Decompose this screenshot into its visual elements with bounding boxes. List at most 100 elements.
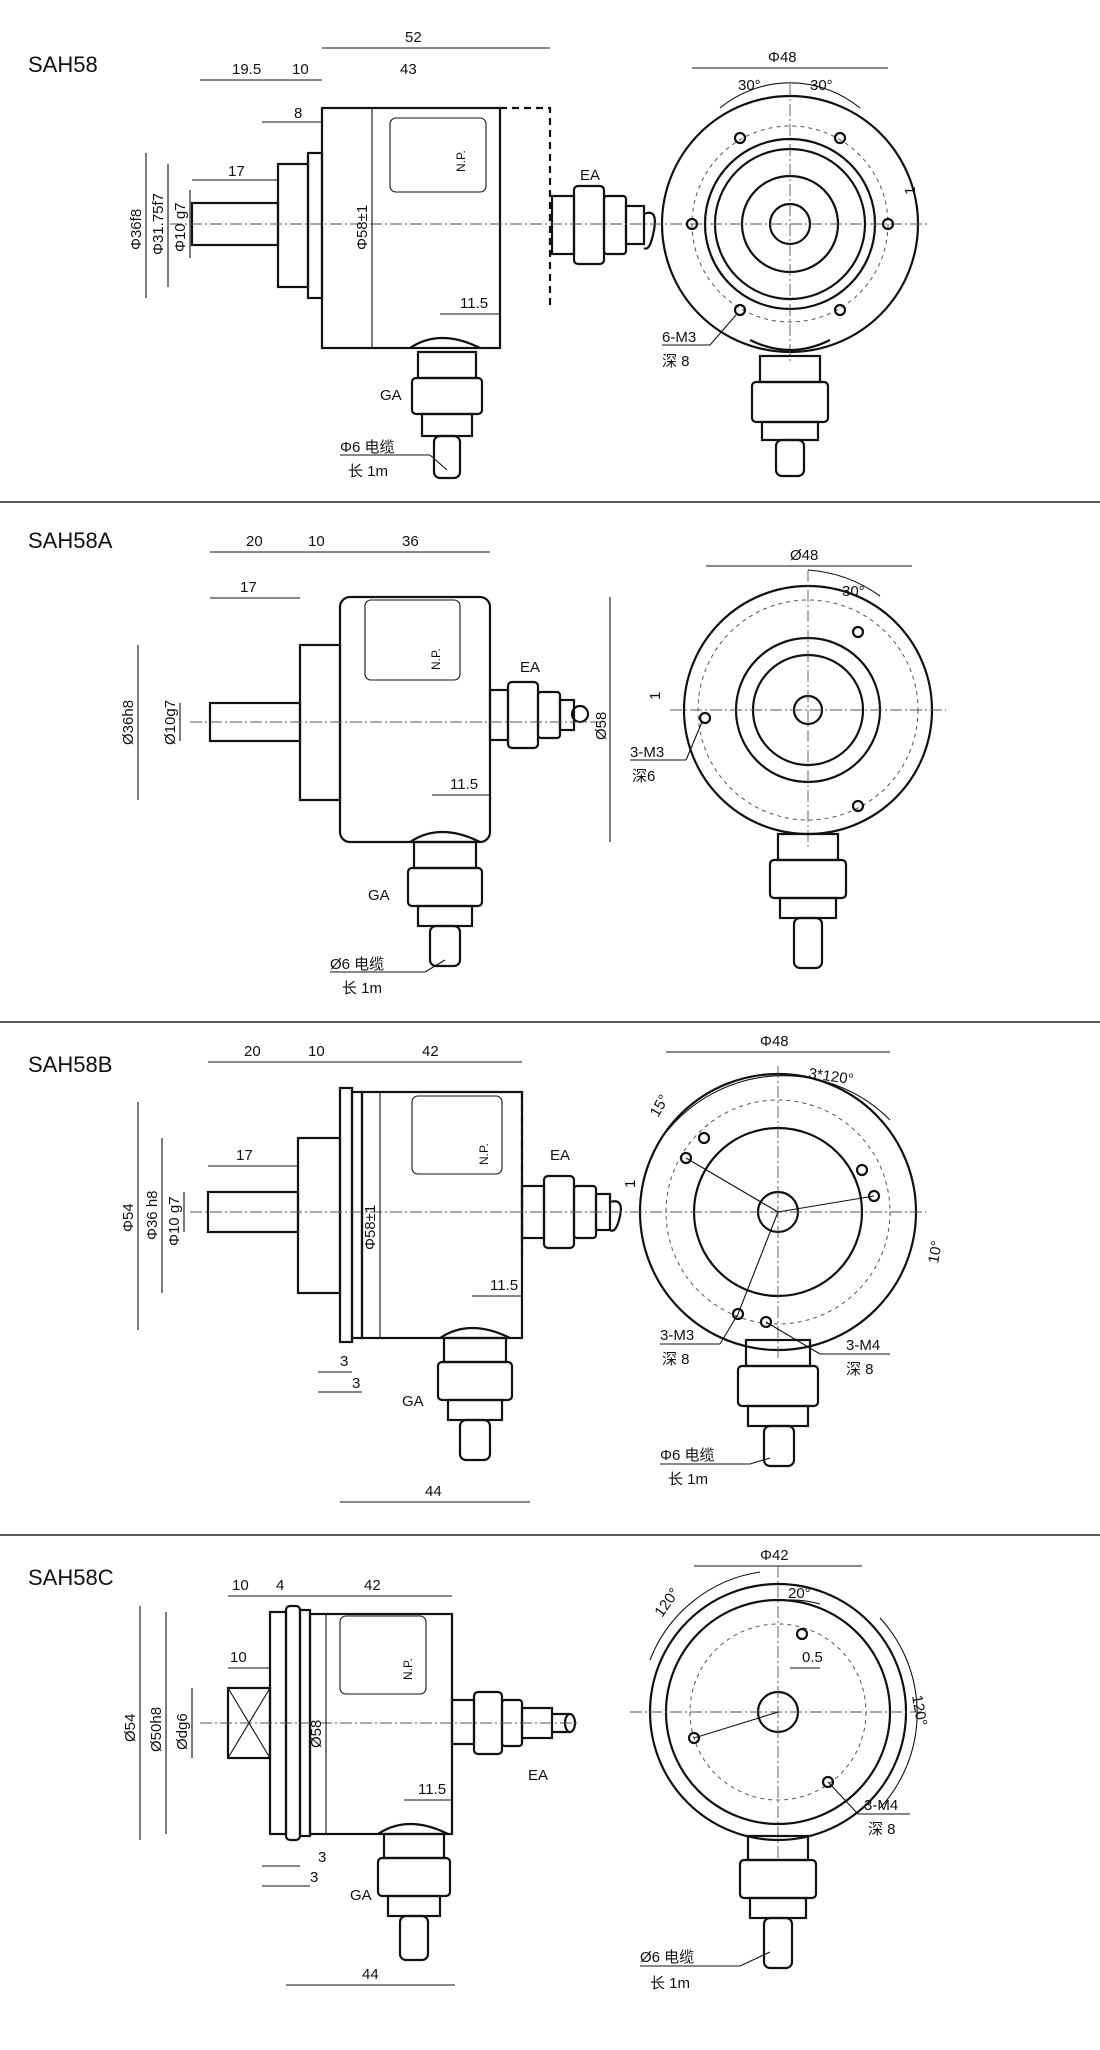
dim-label: Φ48 (768, 49, 797, 66)
thread-label: 6-M3 (662, 329, 696, 346)
ga-gland (768, 832, 848, 970)
depth-label: 深 8 (868, 1821, 896, 1838)
dim-label: 30° (738, 77, 761, 94)
ga-gland (736, 1338, 820, 1468)
dim-label: 11.5 (450, 776, 478, 793)
pilot (298, 643, 342, 802)
thread-label: 3-M4 (864, 1797, 898, 1814)
dim-label: 20 (246, 533, 263, 550)
dim-label: 3 (318, 1849, 326, 1866)
mount-hole (855, 1163, 869, 1177)
cable-length-label: 长 1m (650, 1975, 690, 1992)
front-view: Φ48 30° 30° 1 6-M3 深 8 (650, 49, 930, 478)
ea-connector (488, 680, 590, 750)
dim-label: Φ10 g7 (172, 202, 189, 252)
section-sah58a: SAH58A N.P. EA GA (28, 528, 946, 997)
nameplate-label: N.P. (401, 1658, 415, 1680)
flange (338, 1086, 354, 1344)
mount-hole (685, 217, 699, 231)
mount-hole (687, 1731, 701, 1745)
nameplate-label: N.P. (429, 648, 443, 670)
ea-label: EA (520, 659, 540, 676)
depth-label: 深 8 (846, 1361, 874, 1378)
dim-label: Φ36f8 (128, 209, 145, 250)
dim-label: Ødg6 (174, 1713, 191, 1750)
dim-label: 44 (425, 1483, 442, 1500)
ga-label: GA (402, 1393, 424, 1410)
mount-hole (679, 1151, 693, 1165)
dim-label: 15° (647, 1092, 673, 1120)
mount-hole (833, 303, 847, 317)
side-view: N.P. EA GA 20 10 42 (120, 1043, 630, 1503)
section-title: SAH58 (28, 52, 98, 77)
nameplate (389, 117, 487, 193)
dim-label: Ø58 (593, 712, 610, 740)
dim-label: 10° (925, 1239, 946, 1264)
housing (320, 106, 502, 350)
ga-gland (406, 831, 484, 968)
housing (360, 1090, 524, 1340)
dim-label: 1 (647, 692, 664, 700)
thread-label: 3-M4 (846, 1337, 880, 1354)
ea-label: EA (550, 1147, 570, 1164)
cable-spec-label: Φ6 电缆 (660, 1447, 714, 1464)
dim-label: 20° (788, 1585, 811, 1602)
ga-gland (738, 1834, 818, 1970)
depth-label: 深 8 (662, 353, 690, 370)
ga-label: GA (368, 887, 390, 904)
dim-label: 52 (405, 29, 422, 46)
dim-label: Ø54 (122, 1714, 139, 1742)
dim-label: 17 (240, 579, 257, 596)
housing (308, 1612, 454, 1836)
side-view: N.P. EA GA (128, 29, 656, 480)
dim-label: 17 (228, 163, 245, 180)
thread-label: 3-M3 (630, 744, 664, 761)
dim-label: 10 (230, 1649, 247, 1666)
nameplate-label: N.P. (477, 1143, 491, 1165)
mount-hole (821, 1775, 835, 1789)
front-view: Φ42 120° 20° 0.5 120° 3-M4 深 8 Ø6 电缆 长 1… (630, 1547, 930, 1992)
section-sah58c: SAH58C N.P. EA (28, 1547, 930, 1992)
dim-label: 1 (902, 187, 919, 195)
dim-label: 43 (400, 61, 417, 78)
nameplate (364, 599, 461, 681)
ea-label: EA (528, 1767, 548, 1784)
section-sah58b: SAH58B N.P. EA (28, 1033, 946, 1503)
dim-label: 3*120° (807, 1065, 854, 1088)
mount-hole (759, 1315, 773, 1329)
section-sah58: SAH58 N.P. EA (28, 29, 930, 480)
dim-label: 44 (362, 1966, 379, 1983)
ga-gland (409, 337, 484, 480)
dim-label: Φ42 (760, 1547, 789, 1564)
dim-label: Ø58 (308, 1720, 325, 1748)
dim-label: Φ54 (120, 1203, 137, 1232)
front-view: Φ48 3*120° 15° 1 10° 3-M3 深 8 3-M4 深 8 Φ… (622, 1033, 946, 1488)
flange (306, 151, 324, 300)
dim-label: Ø10g7 (162, 700, 179, 745)
mount-hole (733, 131, 747, 145)
dim-label: Ø50h8 (148, 1707, 165, 1752)
cable-spec-label: Ø6 电缆 (330, 956, 384, 973)
thread-label: 3-M3 (660, 1327, 694, 1344)
dim-label: 0.5 (802, 1649, 823, 1666)
ga-gland (749, 339, 831, 478)
ga-gland (376, 1823, 452, 1962)
front-view: Ø48 30° 1 3-M3 深6 (630, 547, 946, 970)
cable-length-label: 长 1m (342, 980, 382, 997)
dim-label: 11.5 (418, 1781, 446, 1798)
ea-label: EA (580, 167, 600, 184)
dim-label: 10 (232, 1577, 249, 1594)
dim-label: 36 (402, 533, 419, 550)
dim-label: 8 (294, 105, 302, 122)
ea-outline (500, 106, 552, 310)
nameplate (411, 1095, 503, 1175)
dim-label: Φ10 g7 (166, 1196, 183, 1246)
nameplate-label: N.P. (454, 150, 468, 172)
dim-label: 30° (842, 583, 865, 600)
mount-hole (698, 711, 712, 725)
dim-label: 42 (364, 1577, 381, 1594)
mount-hole (833, 131, 847, 145)
side-view: N.P. EA GA 10 4 (122, 1577, 580, 1986)
dim-label: 10 (292, 61, 309, 78)
